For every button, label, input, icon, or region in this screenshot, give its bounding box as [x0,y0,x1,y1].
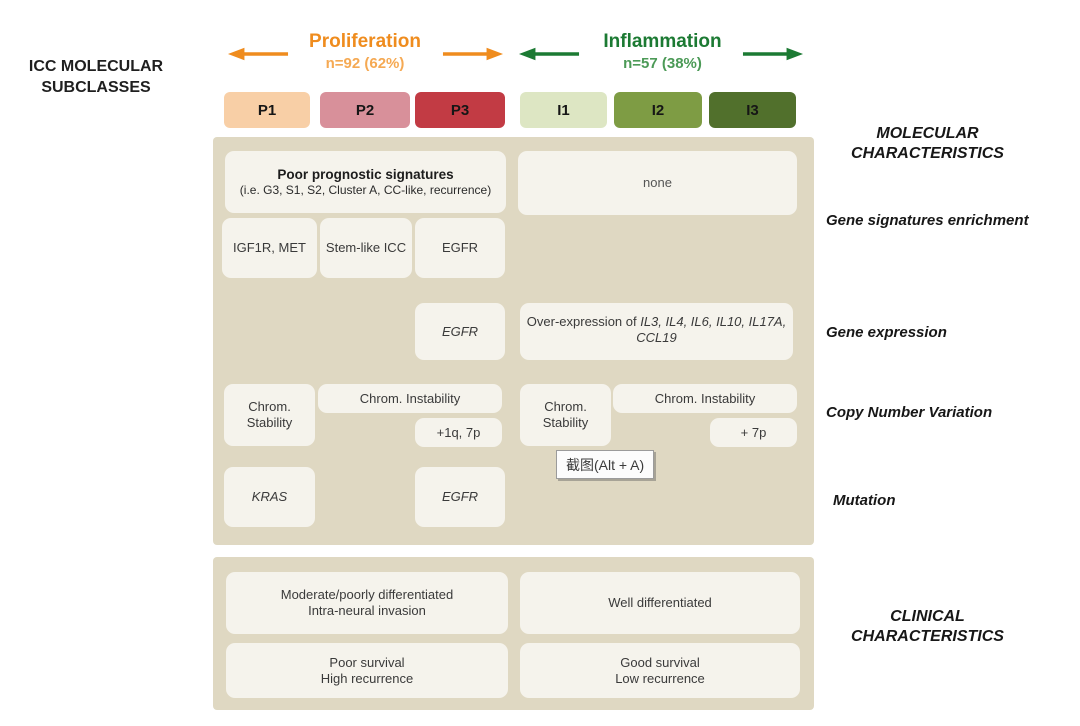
proliferation-histology-line2: Intra-neural invasion [308,603,426,618]
p3-mutation-box: EGFR [415,467,505,527]
subclass-chip-p2: P2 [320,92,410,128]
proliferation-outcome-line1: Poor survival [329,654,405,670]
proliferation-histology-box: Moderate/poorly differentiated Intra-neu… [226,572,508,634]
inflammation-left-arrow-icon [518,47,580,61]
poor-prognostic-title: Poor prognostic signatures [277,167,454,182]
inflammation-signatures-none-box: none [518,151,797,215]
p1-mutation-box: KRAS [224,467,315,527]
inflammation-count: n=57 (38%) [623,55,702,72]
p3-expression-box: EGFR [415,303,505,360]
poor-prognostic-signatures-box: Poor prognostic signatures (i.e. G3, S1,… [225,151,506,213]
subclass-chip-i2: I2 [614,92,702,128]
proliferation-right-arrow-icon [442,47,504,61]
subclass-chip-i1: I1 [520,92,607,128]
inflammation-histology-box: Well differentiated [520,572,800,634]
clinical-characteristics-label: CLINICAL CHARACTERISTICS [851,608,1004,645]
figure-title-line1: ICC MOLECULAR [28,58,164,75]
subclass-chip-i3: I3 [709,92,796,128]
copy-number-variation-label: Copy Number Variation [826,404,993,421]
inflammation-right-arrow-icon [742,47,804,61]
inflammation-outcome-line2: Low recurrence [615,670,705,686]
inflammation-expression-box: Over-expression of IL3, IL4, IL6, IL10, … [520,303,793,360]
figure-title-line2: SUBCLASSES [41,79,151,96]
p2-signature-box: Stem-like ICC [320,218,412,278]
screenshot-tooltip: 截图(Alt + A) [556,450,655,479]
inflammation-chrom-instability-box: Chrom. Instability [613,384,797,413]
inflammation-group-label: Inflammation [603,31,722,52]
proliferation-outcome-line2: High recurrence [320,670,414,686]
gene-signatures-label: Gene signatures enrichment [826,212,1029,229]
gene-expression-label: Gene expression [826,324,947,341]
mutation-label: Mutation [833,492,896,509]
p1-signature-box: IGF1R, MET [222,218,317,278]
proliferation-gain-box: +1q, 7p [415,418,502,447]
subclass-chip-p1: P1 [224,92,310,128]
proliferation-group-label: Proliferation [309,31,421,52]
proliferation-histology-line1: Moderate/poorly differentiated [280,587,454,602]
figure-title: ICC MOLECULAR SUBCLASSES [6,56,186,98]
p3-signature-box: EGFR [415,218,505,278]
poor-prognostic-detail: (i.e. G3, S1, S2, Cluster A, CC-like, re… [239,183,492,197]
overexpression-prefix: Over-expression of [526,314,641,329]
inflammation-outcome-box: Good survival Low recurrence [520,643,800,698]
inflammation-gain-box: + 7p [710,418,797,447]
overexpression-genes: IL3, IL4, IL6, IL10, IL17A, CCL19 [636,314,787,345]
proliferation-chrom-stability-box: Chrom. Stability [224,384,315,446]
proliferation-left-arrow-icon [227,47,289,61]
inflammation-chrom-stability-box: Chrom. Stability [520,384,611,446]
subclass-chip-p3: P3 [415,92,505,128]
proliferation-outcome-box: Poor survival High recurrence [226,643,508,698]
molecular-panel: Poor prognostic signatures (i.e. G3, S1,… [213,137,814,545]
molecular-characteristics-label: MOLECULAR CHARACTERISTICS [851,125,1004,162]
proliferation-count: n=92 (62%) [325,55,405,72]
inflammation-outcome-line1: Good survival [620,654,700,670]
clinical-panel: Moderate/poorly differentiated Intra-neu… [213,557,814,710]
proliferation-chrom-instability-box: Chrom. Instability [318,384,502,413]
